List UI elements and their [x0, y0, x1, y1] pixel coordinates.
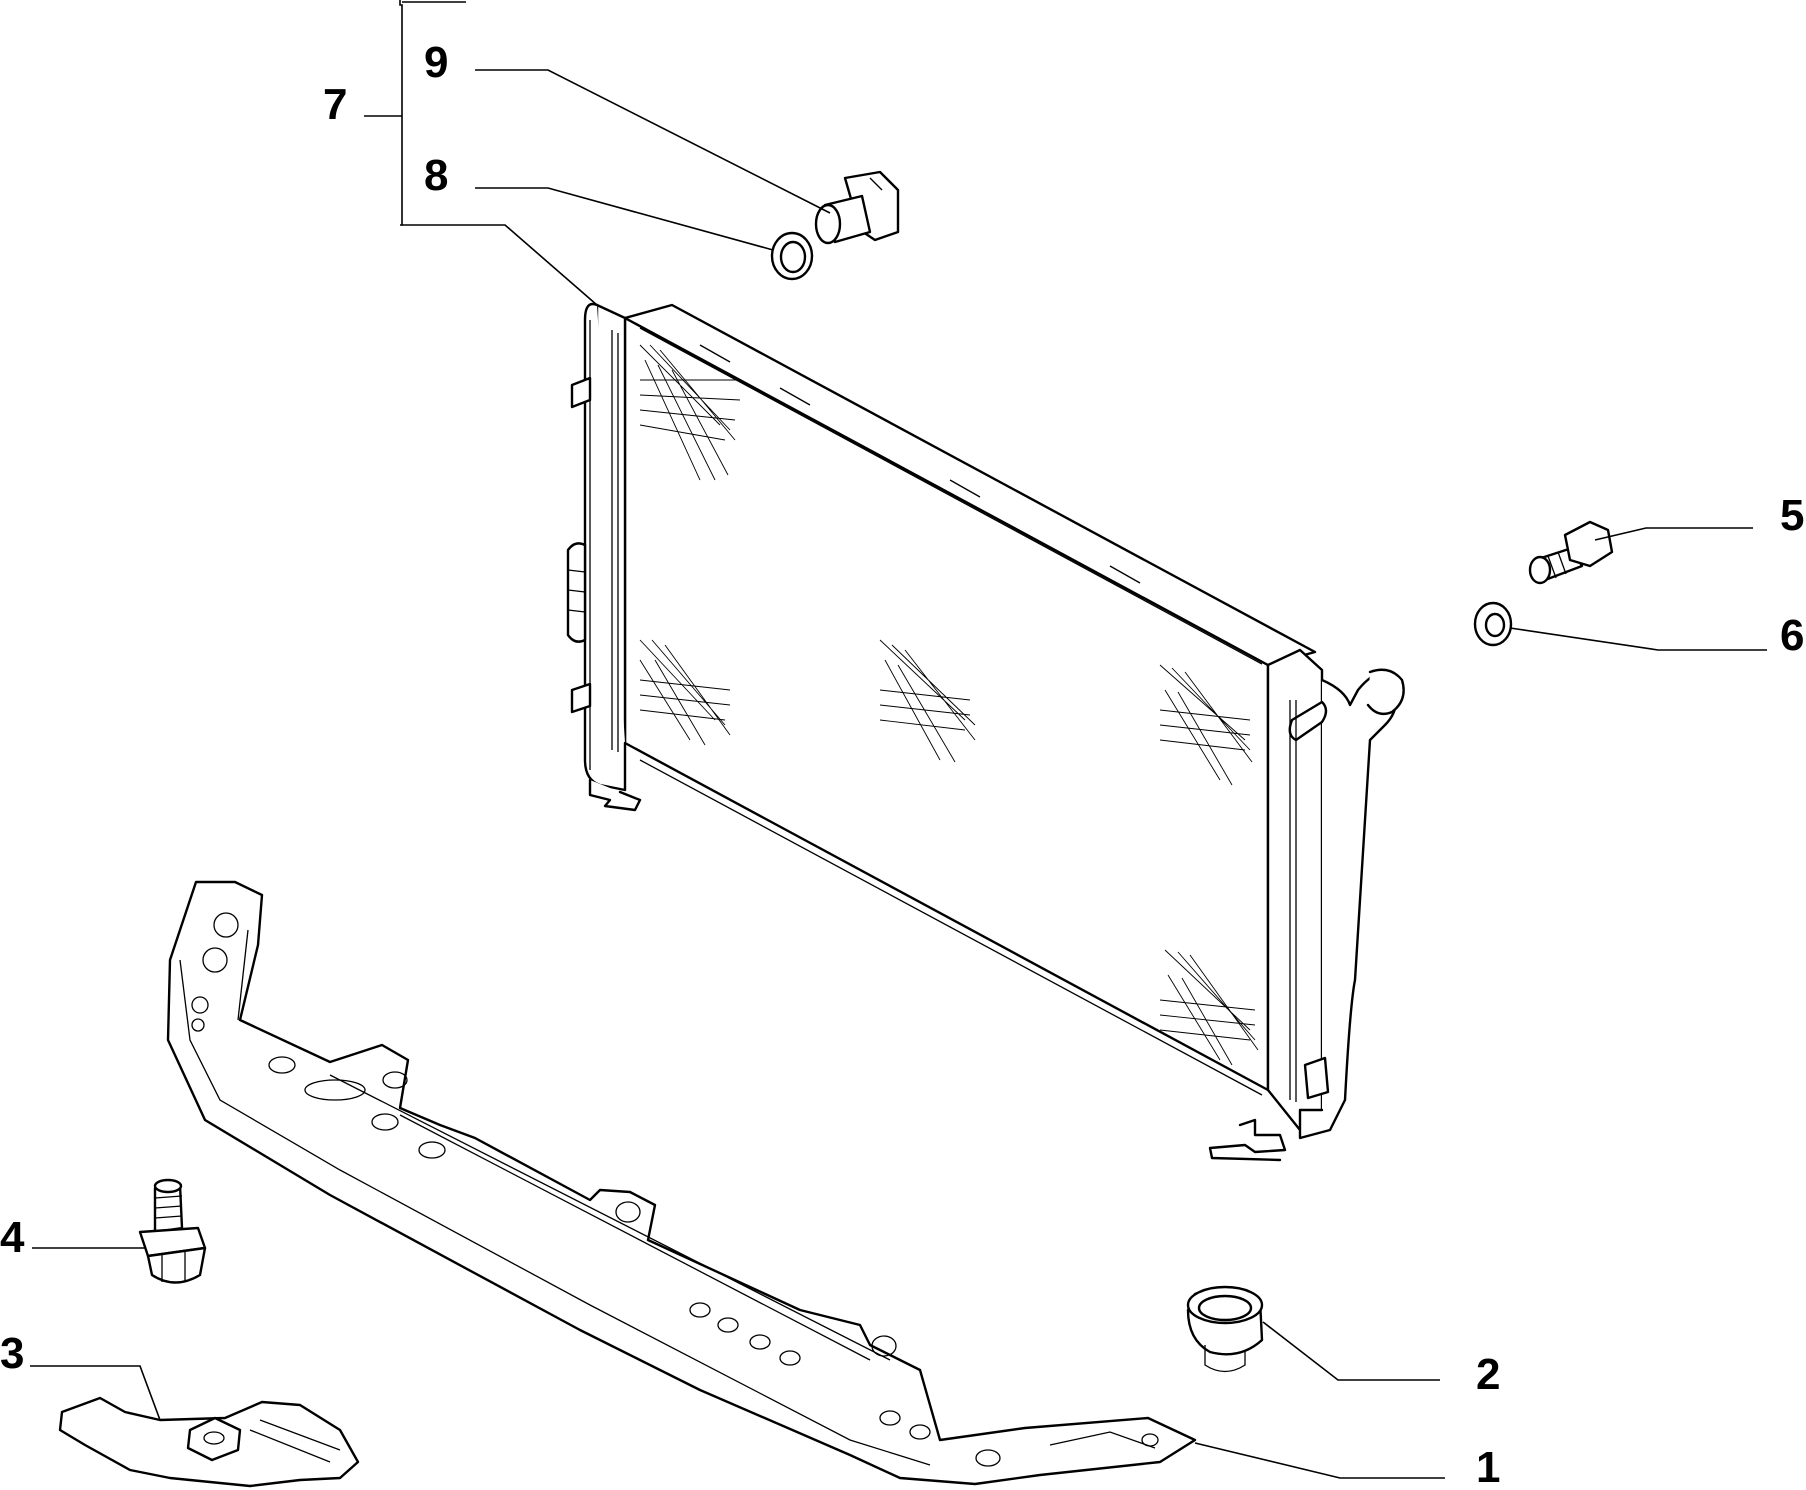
bolt — [1528, 520, 1614, 585]
callout-5: 5 — [1780, 491, 1804, 540]
callout-1: 1 — [1476, 1443, 1500, 1490]
bracket-plate — [58, 1396, 360, 1488]
callout-6: 6 — [1780, 611, 1804, 660]
stud-fitting — [138, 1178, 207, 1284]
callout-3: 3 — [0, 1329, 24, 1378]
washer — [1473, 601, 1513, 647]
radiator — [566, 302, 1405, 1162]
rubber-mount — [1186, 1285, 1264, 1373]
leader-lines — [30, 0, 1767, 1479]
callout-7: 7 — [323, 80, 347, 129]
callout-8: 8 — [424, 151, 448, 200]
callout-labels: 7 9 8 5 6 2 1 4 3 — [0, 38, 1804, 1490]
callout-9: 9 — [424, 38, 448, 87]
lower-crossmember — [166, 880, 1197, 1486]
core-fin-hatching — [639, 344, 1259, 1066]
o-ring-seal — [770, 231, 814, 281]
bleed-screw — [814, 170, 900, 245]
callout-4: 4 — [0, 1213, 25, 1262]
callout-2: 2 — [1476, 1350, 1500, 1399]
